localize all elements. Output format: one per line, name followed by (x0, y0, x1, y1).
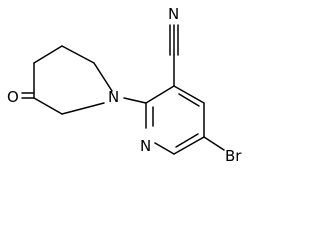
bond-py-c3-c4 (173, 85, 205, 104)
bond-py-inner-b (178, 93, 200, 107)
bond-c3-c4 (33, 45, 63, 64)
piperidinone-ring (21, 45, 113, 115)
bond-py-c5-c6 (173, 136, 205, 155)
bond-py-c6-n (154, 142, 175, 155)
atom-label-carbonyl-o: O (7, 88, 19, 106)
atom-label-pyridine-n: N (140, 137, 151, 155)
bond-n1-c2 (93, 62, 113, 92)
atom-label-bromine: Br (225, 147, 242, 165)
bond-c5-br (203, 136, 225, 151)
atom-label-nitrile-n: N (168, 5, 179, 23)
atom-label-piperidine-n: N (108, 88, 119, 106)
bond-n1-pyridine-c2 (123, 97, 147, 104)
bond-c2-c3 (61, 45, 95, 64)
nitrile-group (169, 24, 179, 87)
bond-py-c2-c3 (145, 85, 175, 104)
pyridine-ring (145, 85, 205, 155)
bond-py-inner-c (175, 133, 199, 148)
bond-c6-n1 (61, 102, 105, 115)
chemical-structure: N N O N Br (7, 5, 242, 165)
bond-c5-c6 (33, 97, 63, 115)
